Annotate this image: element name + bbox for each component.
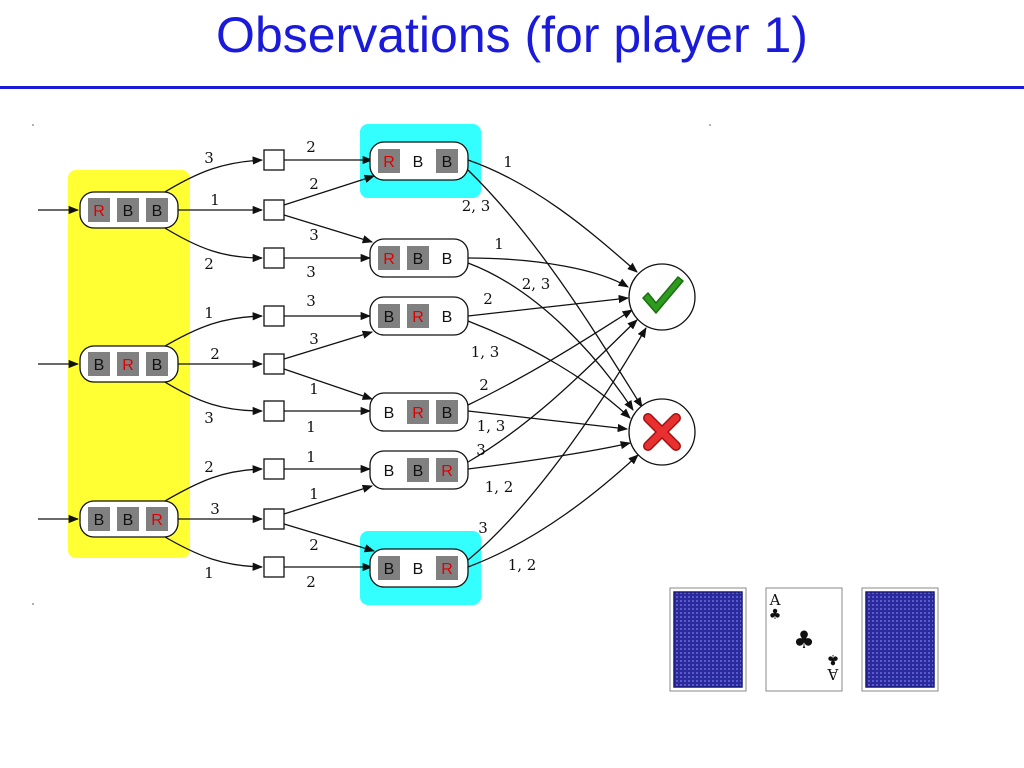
deal-cell: B	[152, 203, 163, 220]
obs-cell: B	[413, 154, 424, 171]
deal-node-1: R B B	[79, 191, 179, 229]
title-underline	[0, 86, 1024, 89]
edge-label: 1, 3	[471, 343, 500, 361]
choice-box	[263, 508, 285, 530]
deal-cell: B	[94, 512, 105, 529]
club-icon: ♣	[793, 626, 815, 654]
edge-label: 1	[309, 485, 319, 503]
choice-box	[263, 149, 285, 171]
edge-label: 2	[204, 458, 214, 476]
obs-cell: B	[413, 561, 424, 578]
cross-icon	[643, 413, 681, 451]
edge-label: 1	[306, 418, 316, 436]
edge-label: 2	[483, 290, 493, 308]
edge-label: 2	[204, 255, 214, 273]
edge-label: 2, 3	[522, 275, 551, 293]
obs-cell: R	[383, 251, 395, 268]
edge-label: 1	[503, 153, 513, 171]
club-icon: ♣	[827, 651, 840, 667]
choice-boxes	[263, 149, 285, 578]
choice-box	[263, 556, 285, 578]
outcome-edges	[467, 159, 647, 568]
obs-cell: B	[442, 154, 453, 171]
choice-box	[263, 199, 285, 221]
deal-node-3: B B R	[79, 500, 179, 538]
deal-cell: B	[123, 512, 134, 529]
edge-label: 2	[479, 376, 489, 394]
edge-label: 2	[306, 573, 316, 591]
deal-cell: B	[152, 357, 163, 374]
observation-node-5: B B R	[369, 450, 469, 490]
observation-node-2: R B B	[369, 238, 469, 278]
obs-cell: R	[412, 309, 424, 326]
obs-cell: B	[384, 463, 395, 480]
edge-label: 1	[204, 564, 214, 582]
edge-label: 1	[210, 191, 220, 209]
card-ace-of-clubs: A ♣ ♣ A ♣	[765, 587, 843, 692]
choice-box	[263, 305, 285, 327]
observation-node-1: R B B	[369, 141, 469, 181]
obs-cell: B	[442, 309, 453, 326]
observation-node-3: B R B	[369, 296, 469, 336]
check-icon	[642, 276, 684, 314]
choice-box	[263, 247, 285, 269]
edge-label: 3	[306, 263, 316, 281]
edge-label: 1, 2	[485, 478, 514, 496]
edge-label: 3	[204, 149, 214, 167]
observation-node-6: B B R	[369, 548, 469, 588]
obs-cell: R	[441, 561, 453, 578]
card-rank: A	[827, 665, 839, 683]
obs-cell: B	[413, 251, 424, 268]
edge-label: 1	[306, 448, 316, 466]
card-rank: A	[769, 591, 781, 609]
obs-cell: B	[384, 561, 395, 578]
deal-cell: R	[93, 203, 105, 220]
obs-cell: R	[383, 154, 395, 171]
edge-label: 2, 3	[462, 197, 491, 215]
edge-label: 1, 2	[508, 556, 537, 574]
obs-cell: R	[441, 463, 453, 480]
edge-label: 3	[478, 519, 488, 537]
obs-cell: B	[442, 405, 453, 422]
deal-cell: B	[123, 203, 134, 220]
club-icon: ♣	[769, 607, 782, 623]
deal-cell: B	[94, 357, 105, 374]
edge-label: 1	[494, 235, 504, 253]
entry-arrows	[38, 205, 80, 524]
edge-label: 2	[309, 175, 319, 193]
edge-label: 1	[309, 380, 319, 398]
card-back-right	[861, 587, 939, 692]
edge-label: 2	[210, 345, 220, 363]
choice-edges	[283, 155, 375, 572]
edge-label: 3	[309, 330, 319, 348]
edge-label: 3	[306, 292, 316, 310]
deal-cell: R	[151, 512, 163, 529]
deal-node-2: B R B	[79, 345, 179, 383]
card-back-left	[669, 587, 747, 692]
obs-cell: B	[442, 251, 453, 268]
edge-label: 3	[309, 226, 319, 244]
deal-cell: R	[122, 357, 134, 374]
choice-box	[263, 458, 285, 480]
observation-node-4: B R B	[369, 392, 469, 432]
edge-label: 1	[204, 304, 214, 322]
edge-label: 1, 3	[477, 417, 506, 435]
obs-cell: B	[413, 463, 424, 480]
choice-box	[263, 400, 285, 422]
obs-cell: R	[412, 405, 424, 422]
edge-label: 3	[210, 500, 220, 518]
edge-label: 2	[309, 536, 319, 554]
success-node	[628, 263, 696, 331]
choice-box	[263, 353, 285, 375]
edge-labels: 3 1 2 1 2 3 2 3 1 2 2 3 3 3 3 1 1 1 1 2 …	[204, 138, 550, 591]
deal-edges	[159, 156, 264, 571]
obs-cell: B	[384, 405, 395, 422]
failure-node	[628, 398, 696, 466]
obs-cell: B	[384, 309, 395, 326]
slide-title: Observations (for player 1)	[216, 7, 808, 63]
edge-label: 3	[204, 409, 214, 427]
edge-label: 3	[476, 441, 486, 459]
edge-label: 2	[306, 138, 316, 156]
